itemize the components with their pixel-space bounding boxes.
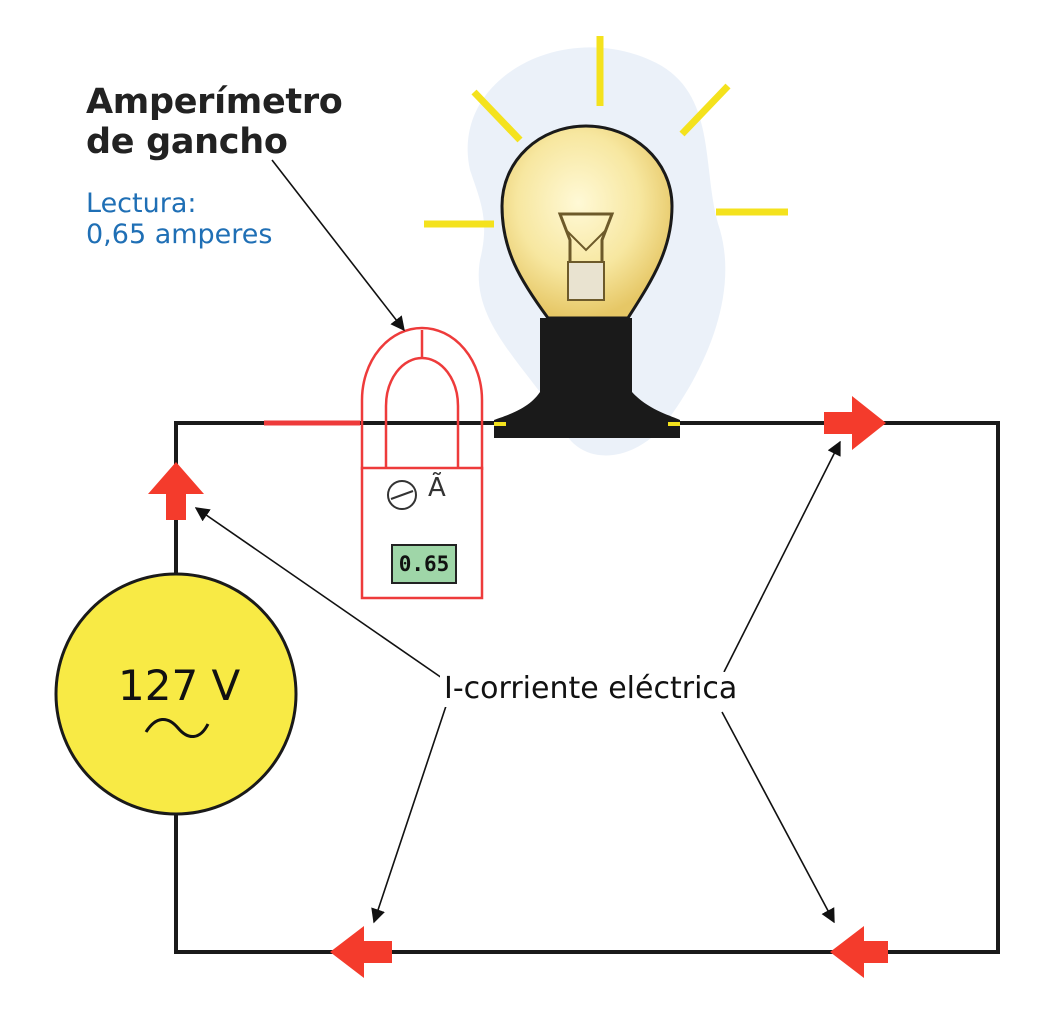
current-arrow-left-bottom-right: [830, 926, 888, 978]
light-rays: [424, 36, 788, 228]
current-arrow-right-top: [824, 396, 886, 450]
title-line-1: Amperímetro: [86, 82, 343, 122]
title-line-2: de gancho: [86, 122, 288, 163]
ac-symbol-icon: [144, 718, 210, 738]
meter-display: 0.65: [391, 544, 457, 584]
ammeter-unit-label: Ã: [428, 473, 446, 503]
voltage-label: 127 V: [118, 661, 241, 710]
voltage-source: [54, 572, 298, 816]
reading-label: Lectura:: [86, 188, 197, 219]
dial-icon: [387, 480, 417, 510]
current-label: I-corriente eléctrica: [440, 671, 742, 707]
page-title: Amperímetro de gancho: [86, 82, 343, 163]
current-arrow-left-bottom: [330, 926, 392, 978]
reading-value: 0,65 amperes: [86, 219, 273, 251]
current-arrows: [148, 396, 888, 978]
clamp-ammeter: [360, 326, 484, 600]
light-bulb-icon: [494, 124, 680, 438]
current-arrow-up: [148, 462, 204, 520]
pointer-lines: [194, 159, 841, 924]
reading-block: Lectura: 0,65 amperes: [86, 188, 272, 250]
